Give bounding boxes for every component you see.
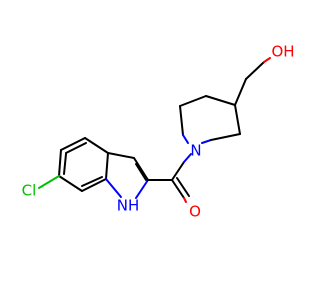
bond-c5-c3a — [84, 137, 109, 154]
bond-ch2-o-red — [263, 57, 271, 63]
indole-nitrogen-label: NH — [117, 197, 140, 215]
bond-carbonyl-n-blue — [183, 153, 192, 163]
double-bond-c4-c5 — [65, 142, 87, 154]
bond-c3-c2 — [133, 157, 149, 181]
bond-c6-cl — [38, 175, 60, 189]
carbonyl-oxygen-label: O — [189, 203, 201, 221]
bond-c3a-c7a — [105, 152, 109, 180]
bond-c7-c6 — [58, 175, 83, 192]
bond-n-c2p-blue — [201, 139, 212, 144]
structure-canvas: Cl NH N O OH — [21, 42, 295, 221]
bond-c4p-c5p — [205, 95, 236, 106]
bond-c4p-ch2 — [234, 78, 247, 106]
bond-c5p-c6p — [179, 95, 207, 107]
double-bond-c7a-c7 — [81, 176, 103, 187]
double-bond-carbonyl-o — [176, 177, 190, 197]
double-bond-c6-c4 — [63, 153, 67, 175]
piperidine-nitrogen-label: N — [190, 142, 201, 160]
bond-c3a-c3 — [107, 152, 135, 159]
bond-c7a-c4 — [58, 149, 62, 177]
bond-c4-c5 — [60, 137, 86, 151]
double-bond-c3-c2 — [135, 163, 147, 181]
bond-c2p-c3p — [210, 133, 241, 141]
bond-carbonyl-n — [171, 161, 185, 181]
bond-c7a-c7 — [81, 178, 107, 192]
bond-c6p-n-blue — [182, 134, 189, 144]
bond-carbonyl-o-red — [183, 197, 187, 203]
bond-c6p-n — [179, 105, 184, 136]
bond-n1-c7a — [105, 178, 122, 198]
bond-ch2-o — [245, 61, 265, 80]
molecule-drawing: Cl NH N O OH — [22, 43, 295, 221]
chlorine-atom-label: Cl — [22, 182, 37, 200]
bond-c3p-c4p — [234, 104, 241, 135]
hydroxyl-label: OH — [271, 43, 294, 61]
bond-carbonyl-o-part — [171, 179, 185, 199]
bond-c2-n1 — [135, 179, 149, 199]
